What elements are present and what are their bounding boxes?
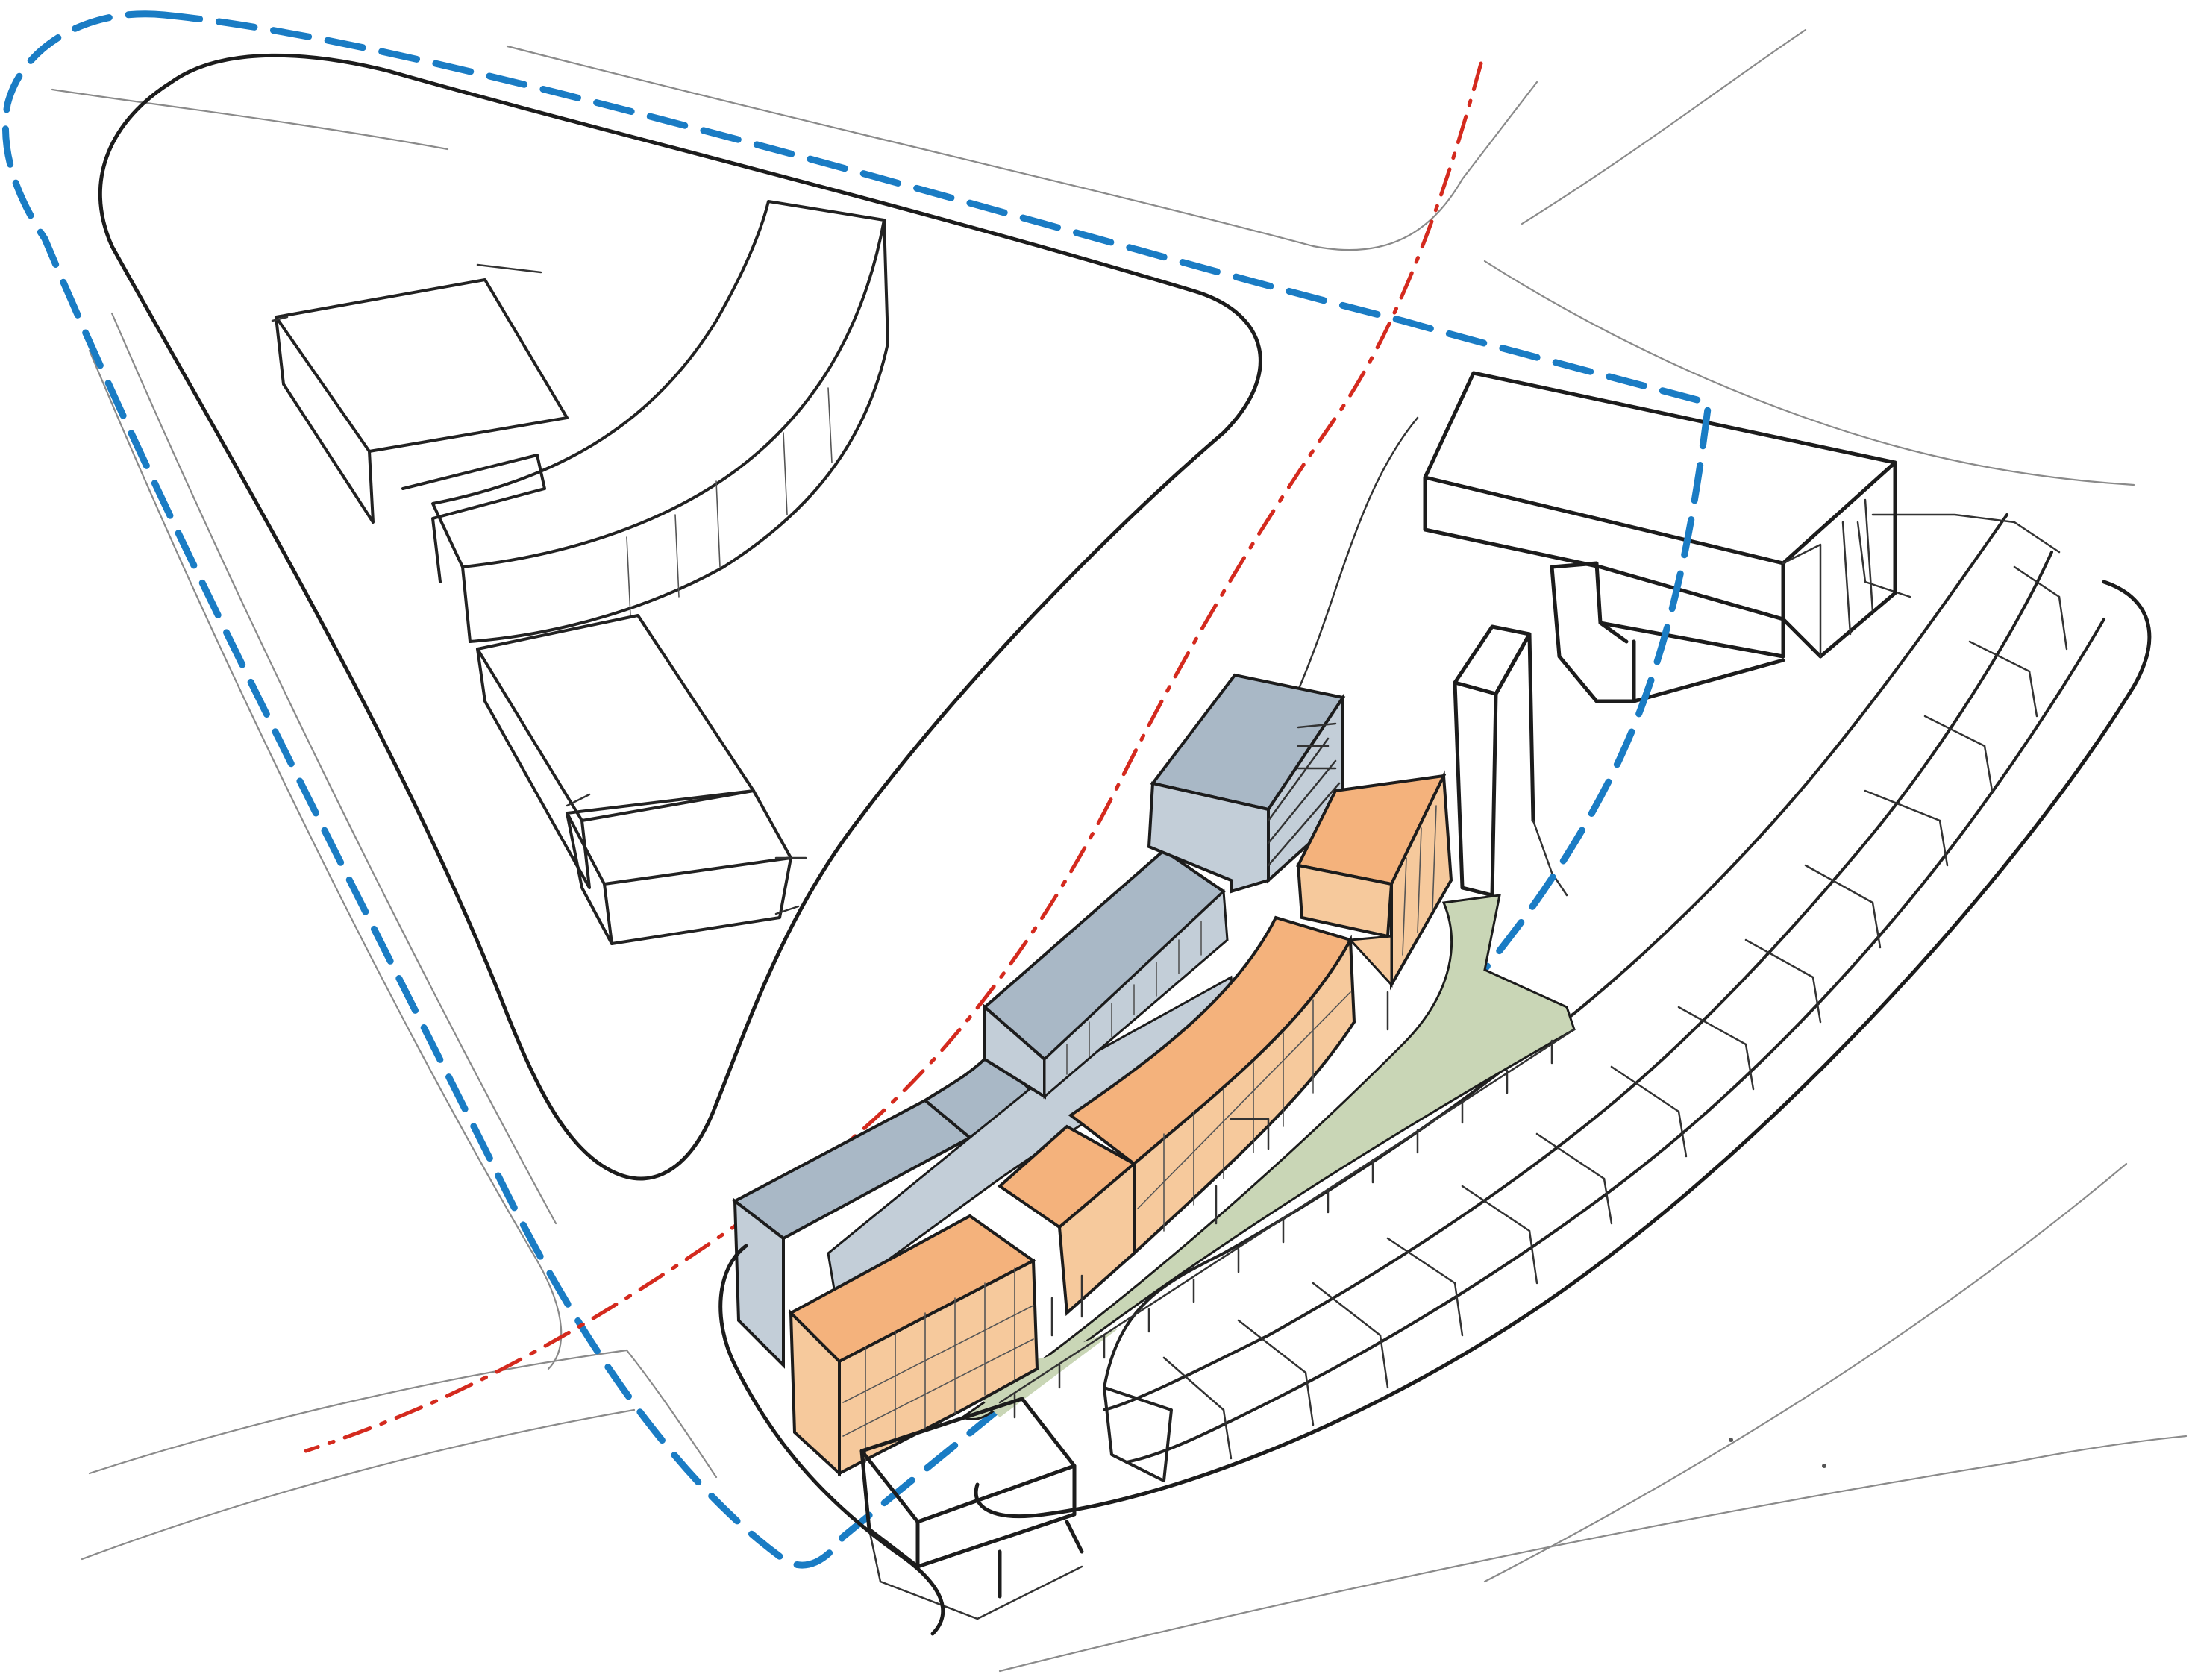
axis-line <box>304 61 1483 1453</box>
terrace-ridge <box>1103 551 2053 1411</box>
orange-block-wall-south-front <box>838 1258 1039 1476</box>
grey-block-windows-north <box>1066 921 1202 1075</box>
orange-block-wall-connector <box>1347 935 1393 988</box>
street-edge-west <box>88 349 563 1370</box>
existing-wing-south-roof <box>476 614 755 822</box>
ne-long-block-lines <box>1782 498 1874 658</box>
proposed-scheme <box>732 673 1576 1477</box>
orange-facade-grid <box>842 991 1351 1463</box>
street-edge-northeast <box>1483 260 2135 486</box>
existing-curved-slab-roof <box>431 200 886 568</box>
terrace-curb-outer <box>974 580 2152 1519</box>
orange-pilotis <box>1050 991 1389 1337</box>
ne-tower-roof <box>1453 624 1532 696</box>
orange-block-wall-long <box>1133 934 1356 1257</box>
street-edge-south <box>998 1435 2188 1673</box>
existing-box-west <box>275 278 569 453</box>
existing-box-south-edge <box>603 883 613 945</box>
existing-curved-slab-mullion-1 <box>626 536 631 616</box>
ne-mid-block <box>1550 561 1785 703</box>
terrace-gable-south <box>1103 1386 1173 1482</box>
triangular-block-outline <box>98 53 1262 1181</box>
terrace-front-walls <box>1222 595 2068 1460</box>
south-block-base <box>868 1528 1083 1620</box>
existing-box-west-wall <box>275 316 375 524</box>
grey-block-wall-south <box>733 1197 785 1369</box>
existing-step-block <box>401 454 546 583</box>
terrace-eave-front <box>1125 618 2105 1464</box>
grey-tower-balconies <box>1267 722 1341 867</box>
street-edge-west-inner <box>110 312 557 1225</box>
street-edge-east <box>1483 1162 2128 1583</box>
orange-north-grid <box>1402 805 1437 956</box>
existing-curved-slab-mullion-5 <box>827 387 833 463</box>
existing-ne-blocks <box>1259 371 1897 897</box>
ne-long-block-roof <box>1423 371 1897 565</box>
ne-tower-slab <box>1532 819 1568 897</box>
street-edge-northeast-upper <box>1521 28 1807 225</box>
triangle-curb-outline <box>98 53 1262 1181</box>
ne-long-block-end <box>1781 460 1897 659</box>
street-edge-north <box>506 45 1538 251</box>
proposed-site-curb <box>718 1244 945 1636</box>
courtyard-railing <box>998 1028 1576 1419</box>
pen-mark <box>1822 1464 1826 1468</box>
ne-mid-block-walls <box>1550 565 1636 703</box>
ne-long-block-wall <box>1423 475 1785 621</box>
south-block-walls <box>859 1449 1084 1599</box>
street-context <box>51 28 2188 1673</box>
existing-curved-slab-wall <box>461 219 889 643</box>
existing-south-block <box>859 1397 1084 1620</box>
grey-block-side-north <box>1043 888 1229 1100</box>
street-edge-west-far <box>51 88 449 151</box>
pen-mark <box>1729 1438 1733 1442</box>
street-edge-southwest-lower <box>81 1408 636 1561</box>
courtyard-garden-lower <box>955 1328 1119 1417</box>
street-edge-southwest <box>88 1349 718 1479</box>
existing-building-triangle <box>271 200 889 945</box>
existing-curved-slab-mullion-3 <box>715 480 721 568</box>
ne-tower-walls <box>1453 632 1535 897</box>
existing-curved-slab-mullion-4 <box>783 432 788 515</box>
terrace-eave-back <box>1103 513 2008 1389</box>
existing-box-south-ticks <box>566 793 807 915</box>
terrace-party-walls <box>1162 565 2061 1411</box>
existing-wing-south-wall <box>476 648 591 889</box>
existing-curved-slab-mullion-2 <box>674 514 680 598</box>
existing-box-west-crossing <box>271 263 542 322</box>
